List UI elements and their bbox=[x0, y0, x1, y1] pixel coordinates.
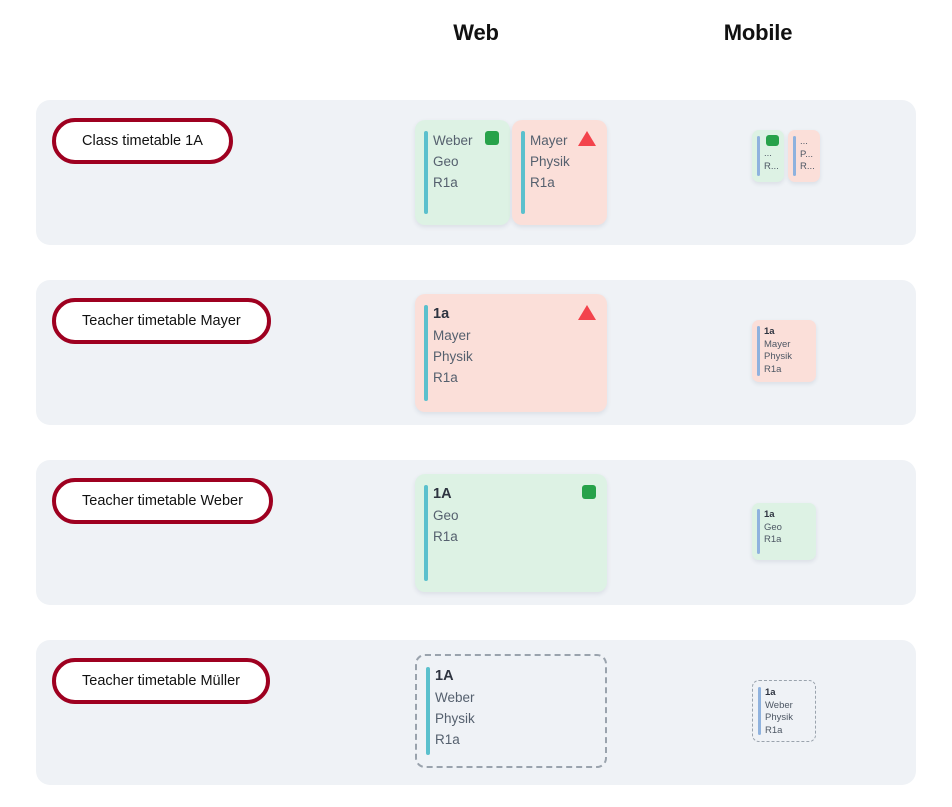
mobile-column-row-3: 1a Geo R1a bbox=[718, 460, 878, 605]
row-label-text: Teacher timetable Müller bbox=[82, 673, 240, 689]
timetable-card-placeholder[interactable]: 1A Weber Physik R1a bbox=[415, 654, 607, 768]
row-band-teacher-timetable-mayer: Teacher timetable Mayer 1a Mayer Physik … bbox=[36, 280, 916, 425]
card-line: 1A bbox=[435, 668, 454, 684]
card-line: Mayer bbox=[433, 328, 471, 343]
red-triangle-icon bbox=[578, 131, 596, 146]
row-label-text: Teacher timetable Mayer bbox=[82, 313, 241, 329]
card-line: 1a bbox=[765, 687, 776, 698]
card-line: R1a bbox=[765, 724, 783, 736]
card-accent-bar bbox=[758, 687, 761, 735]
card-accent-bar bbox=[424, 305, 428, 401]
timetable-card[interactable]: Weber Geo R1a bbox=[415, 120, 510, 225]
timetable-card-mobile[interactable]: ... P... R... bbox=[788, 130, 820, 182]
card-accent-bar bbox=[757, 136, 760, 176]
row-label-text: Teacher timetable Weber bbox=[82, 493, 243, 509]
card-accent-bar bbox=[424, 131, 428, 214]
card-accent-bar bbox=[424, 485, 428, 581]
card-line: R... bbox=[764, 160, 779, 172]
card-line: R1a bbox=[433, 370, 458, 385]
card-line: Weber bbox=[435, 690, 475, 705]
red-triangle-icon bbox=[578, 305, 596, 320]
card-line: 1a bbox=[764, 509, 775, 520]
column-headers: Web Mobile bbox=[0, 20, 952, 60]
card-line: Physik bbox=[765, 712, 793, 723]
card-line: P... bbox=[800, 148, 814, 160]
card-line: R... bbox=[800, 161, 815, 172]
mobile-column-row-2: 1a Mayer Physik R1a bbox=[718, 280, 878, 425]
card-line: ... bbox=[764, 148, 772, 159]
mobile-column-row-1: ... R... ... P... R... bbox=[718, 100, 878, 245]
card-accent-bar bbox=[757, 326, 760, 376]
card-line: ... bbox=[800, 136, 808, 147]
card-accent-bar bbox=[521, 131, 525, 214]
web-column-row-3: 1A Geo R1a bbox=[379, 460, 649, 605]
column-header-mobile: Mobile bbox=[723, 20, 793, 45]
card-line: R1a bbox=[435, 732, 460, 747]
web-column-row-4: 1A Weber Physik R1a bbox=[379, 640, 649, 785]
card-line: 1a bbox=[433, 306, 450, 322]
row-band-teacher-timetable-mueller: Teacher timetable Müller 1A Weber Physik… bbox=[36, 640, 916, 785]
card-accent-bar bbox=[793, 136, 796, 176]
card-line: 1A bbox=[433, 486, 452, 502]
row-band-class-timetable-1a: Class timetable 1A Weber Geo R1a Mayer P… bbox=[36, 100, 916, 245]
row-label-pill[interactable]: Teacher timetable Mayer bbox=[52, 298, 271, 344]
card-line: Weber bbox=[765, 699, 793, 711]
card-line: Geo bbox=[433, 508, 459, 523]
timetable-card-mobile[interactable]: ... R... bbox=[752, 130, 784, 182]
card-line: Physik bbox=[433, 349, 473, 364]
card-line: R1a bbox=[764, 534, 782, 545]
card-line: Weber bbox=[433, 133, 473, 148]
timetable-card-placeholder-mobile[interactable]: 1a Weber Physik R1a bbox=[752, 680, 816, 742]
timetable-card-mobile[interactable]: 1a Geo R1a bbox=[752, 503, 816, 560]
green-square-icon bbox=[766, 135, 779, 146]
card-line: R1a bbox=[530, 175, 555, 190]
web-column-row-2: 1a Mayer Physik R1a bbox=[379, 280, 649, 425]
row-label-text: Class timetable 1A bbox=[82, 133, 203, 149]
card-line: 1a bbox=[764, 326, 775, 337]
card-accent-bar bbox=[757, 509, 760, 554]
card-line: Geo bbox=[764, 521, 782, 533]
row-label-pill[interactable]: Teacher timetable Weber bbox=[52, 478, 273, 524]
row-label-pill[interactable]: Class timetable 1A bbox=[52, 118, 233, 164]
card-line: Mayer bbox=[530, 133, 568, 148]
card-line: Physik bbox=[764, 351, 792, 362]
green-square-icon bbox=[582, 485, 596, 499]
card-line: R1a bbox=[433, 529, 458, 544]
mobile-column-row-4: 1a Weber Physik R1a bbox=[718, 640, 878, 785]
timetable-card[interactable]: 1a Mayer Physik R1a bbox=[415, 294, 607, 412]
card-line: Physik bbox=[530, 154, 570, 169]
green-square-icon bbox=[485, 131, 499, 145]
card-line: Physik bbox=[435, 711, 475, 726]
web-column-row-1: Weber Geo R1a Mayer Physik R1a bbox=[379, 100, 649, 245]
card-line: R1a bbox=[764, 363, 782, 375]
row-band-teacher-timetable-weber: Teacher timetable Weber 1A Geo R1a 1a Ge… bbox=[36, 460, 916, 605]
timetable-card[interactable]: 1A Geo R1a bbox=[415, 474, 607, 592]
card-line: Geo bbox=[433, 154, 459, 169]
row-label-pill[interactable]: Teacher timetable Müller bbox=[52, 658, 270, 704]
timetable-card-mobile[interactable]: 1a Mayer Physik R1a bbox=[752, 320, 816, 382]
card-line: R1a bbox=[433, 175, 458, 190]
card-accent-bar bbox=[426, 667, 430, 755]
column-header-web: Web bbox=[453, 20, 499, 45]
timetable-card[interactable]: Mayer Physik R1a bbox=[512, 120, 607, 225]
card-line: Mayer bbox=[764, 338, 791, 350]
